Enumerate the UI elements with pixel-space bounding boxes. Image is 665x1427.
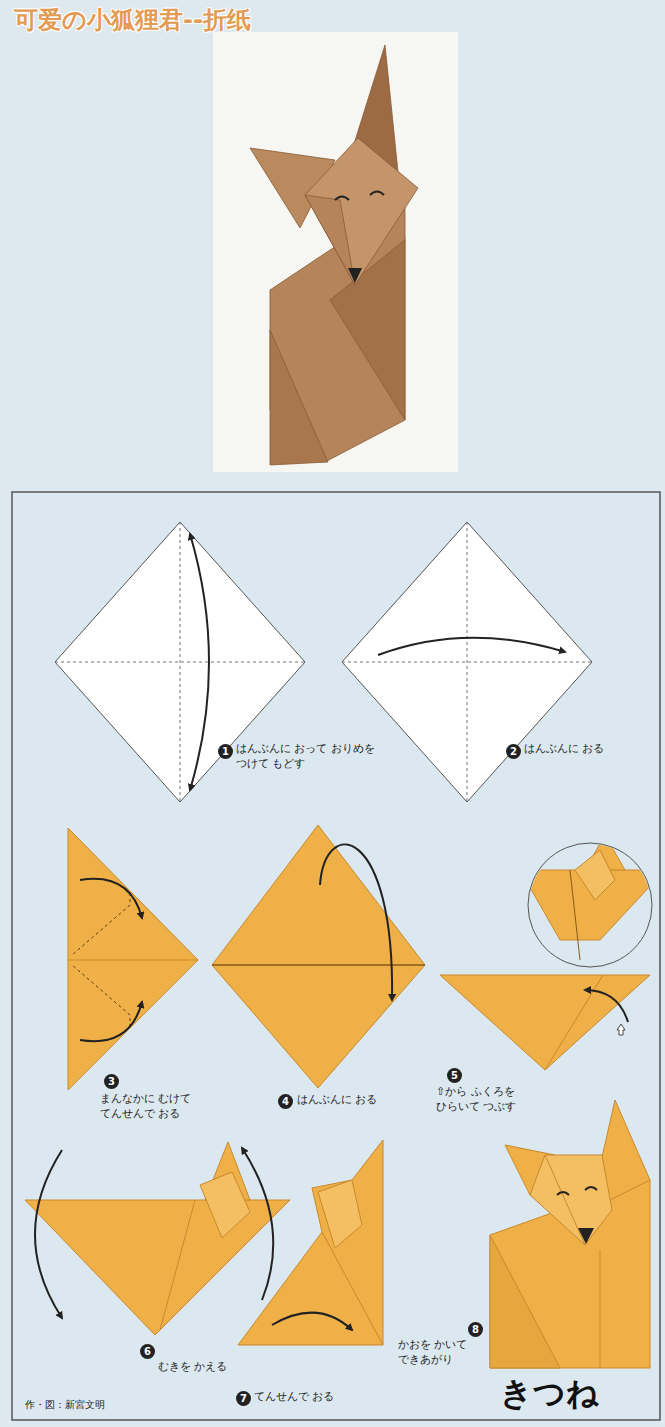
step-number: 2 bbox=[506, 744, 521, 759]
page-title: 可爱の小狐狸君--折纸 bbox=[14, 4, 251, 36]
step-number: 4 bbox=[278, 1094, 293, 1109]
step-number: 5 bbox=[447, 1068, 462, 1083]
step-number: 8 bbox=[468, 1322, 483, 1337]
step-instruction: むきを かえる bbox=[158, 1360, 258, 1375]
step-instruction: てんせんで おる bbox=[254, 1390, 374, 1405]
step-number: 1 bbox=[218, 744, 233, 759]
credit: 作・図：新宮文明 bbox=[25, 1398, 185, 1412]
step-instruction: はんぶんに おって おりめを つけて もどす bbox=[236, 742, 376, 772]
step-instruction: ⇧から ふくろを ひらいて つぶす bbox=[436, 1085, 548, 1115]
step-number: 3 bbox=[104, 1074, 119, 1089]
step-number: 7 bbox=[236, 1391, 251, 1406]
step-number: 6 bbox=[140, 1344, 155, 1359]
step-instruction: はんぶんに おる bbox=[297, 1093, 407, 1108]
fox-title: きつね bbox=[500, 1372, 650, 1415]
step-instruction: かおを かいて できあがり bbox=[398, 1338, 488, 1368]
step-instruction: まんなかに むけて てんせんで おる bbox=[100, 1092, 210, 1122]
step-instruction: はんぶんに おる bbox=[524, 742, 644, 757]
